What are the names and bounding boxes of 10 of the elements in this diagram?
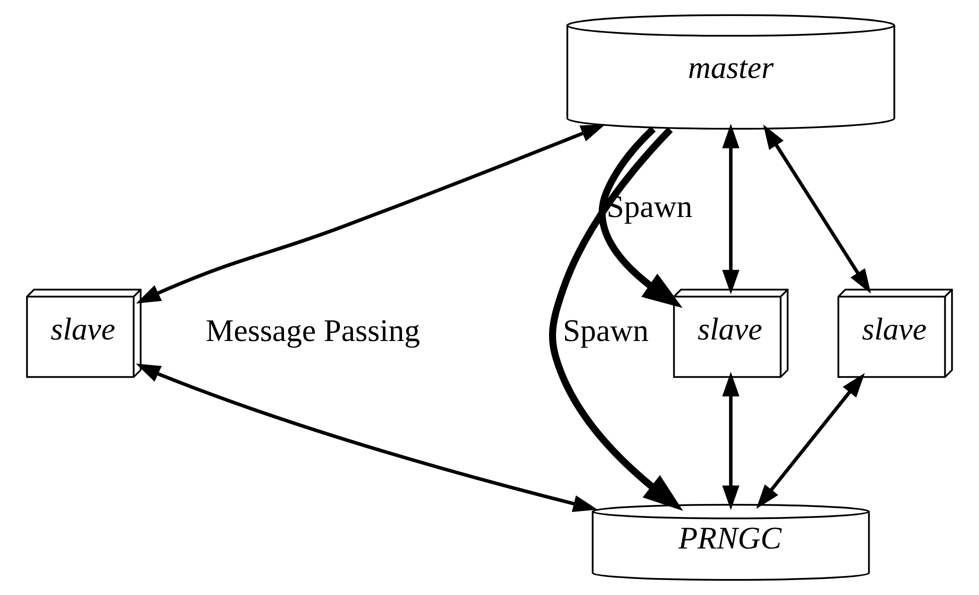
arrow (756, 373, 865, 509)
edge-label: Spawn (562, 313, 649, 348)
arrow (136, 364, 598, 512)
arrow (722, 124, 740, 294)
arrow (136, 124, 606, 304)
arrow (722, 372, 740, 510)
arrow (598, 126, 683, 308)
arrow (549, 127, 684, 511)
arrow (763, 124, 871, 294)
label: Message Passing (206, 313, 420, 348)
